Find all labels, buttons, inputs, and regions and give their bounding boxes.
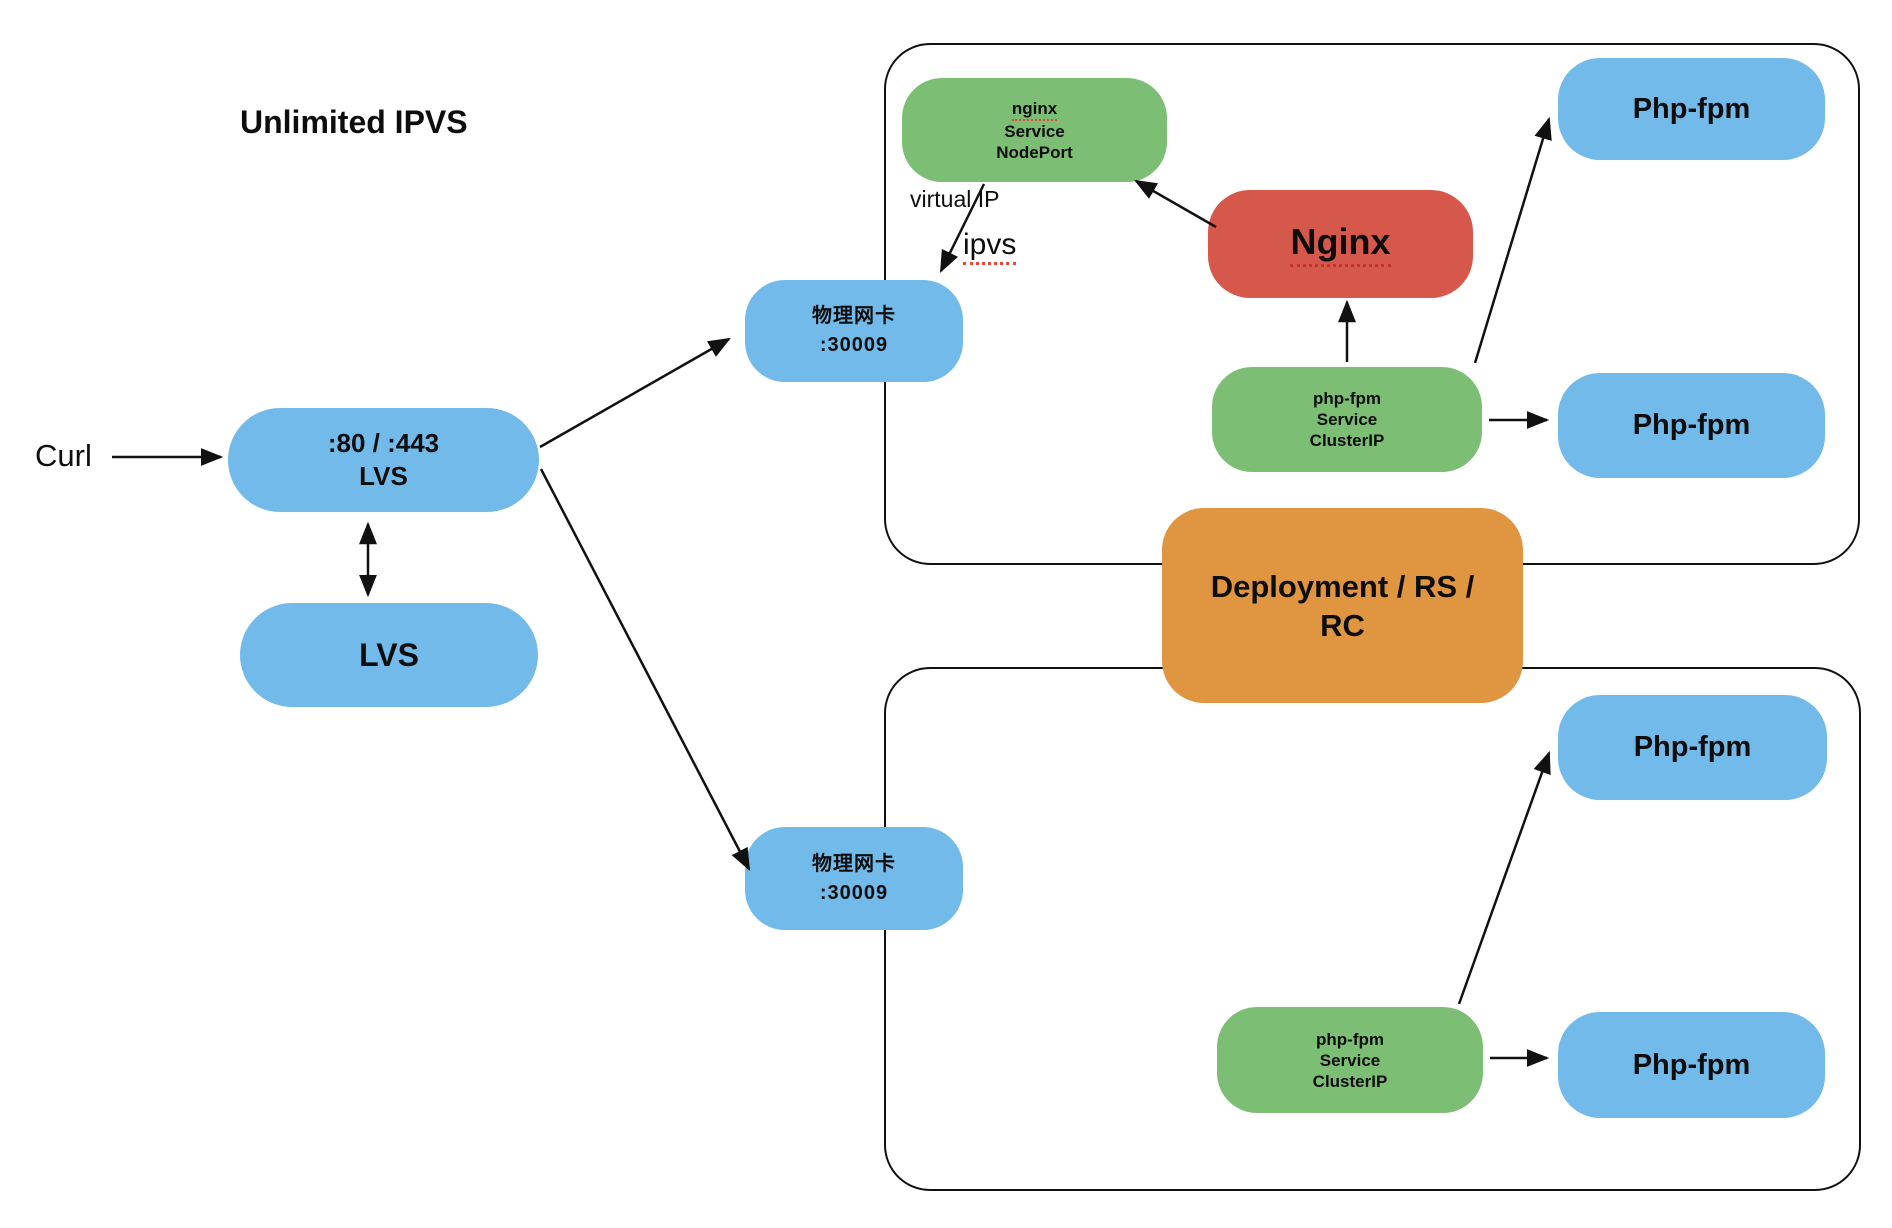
- phpfpm-service-bottom-node: php-fpm Service ClusterIP: [1217, 1007, 1483, 1113]
- phpfpm-node-3: Php-fpm: [1558, 695, 1827, 800]
- nginx-service-kind: Service: [1004, 121, 1065, 141]
- physical-nic-bottom-node: 物理网卡 :30009: [745, 827, 963, 930]
- phpfpm-node-2-label: Php-fpm: [1632, 409, 1751, 441]
- lvs-node: LVS: [240, 603, 538, 707]
- phpfpm-service-bottom-type: ClusterIP: [1312, 1071, 1388, 1091]
- phpfpm-node-2: Php-fpm: [1558, 373, 1825, 478]
- physical-nic-bottom-port: :30009: [819, 881, 889, 904]
- phpfpm-service-bottom-kind: Service: [1319, 1050, 1381, 1070]
- deployment-label-line2: RC: [1320, 607, 1365, 643]
- nginx-service-nodeport-node: nginx Service NodePort: [902, 78, 1167, 182]
- nginx-service-type: NodePort: [996, 142, 1073, 162]
- lvs-node-label: LVS: [359, 636, 419, 673]
- phpfpm-service-top-type: ClusterIP: [1309, 431, 1385, 450]
- virtual-ip-label: virtual IP: [910, 186, 1000, 212]
- phpfpm-service-top-kind: Service: [1316, 410, 1378, 429]
- curl-label: Curl: [35, 438, 92, 473]
- nginx-service-name: nginx: [1011, 98, 1058, 121]
- lvs-entry-node: :80 / :443 LVS: [228, 408, 539, 512]
- physical-nic-top-name: 物理网卡: [812, 305, 896, 327]
- phpfpm-service-bottom-name: php-fpm: [1316, 1029, 1384, 1049]
- arrow-lvs-entry-to-nic-top: [539, 337, 731, 449]
- lvs-entry-port: :80 / :443: [327, 428, 440, 458]
- phpfpm-node-4: Php-fpm: [1558, 1012, 1825, 1118]
- physical-nic-bottom-name: 物理网卡: [812, 852, 896, 875]
- physical-nic-top-port: :30009: [819, 334, 889, 356]
- nginx-node: Nginx: [1208, 190, 1473, 298]
- phpfpm-service-top-node: php-fpm Service ClusterIP: [1212, 367, 1482, 472]
- deployment-label-line1: Deployment / RS /: [1210, 568, 1475, 604]
- deployment-node: Deployment / RS / RC: [1162, 508, 1523, 703]
- phpfpm-node-4-label: Php-fpm: [1632, 1048, 1751, 1081]
- phpfpm-node-1-label: Php-fpm: [1632, 92, 1751, 125]
- phpfpm-node-1: Php-fpm: [1558, 58, 1825, 160]
- physical-nic-top-node: 物理网卡 :30009: [745, 280, 963, 382]
- diagram-title: Unlimited IPVS: [240, 104, 468, 140]
- phpfpm-node-3-label: Php-fpm: [1633, 731, 1752, 763]
- ipvs-label-text: ipvs: [963, 228, 1017, 265]
- phpfpm-service-top-name: php-fpm: [1313, 389, 1381, 408]
- lvs-entry-name: LVS: [359, 461, 408, 491]
- nginx-node-label: Nginx: [1290, 221, 1391, 267]
- ipvs-label: ipvs: [963, 228, 1017, 265]
- arrow-lvs-entry-to-nic-bottom: [539, 468, 751, 871]
